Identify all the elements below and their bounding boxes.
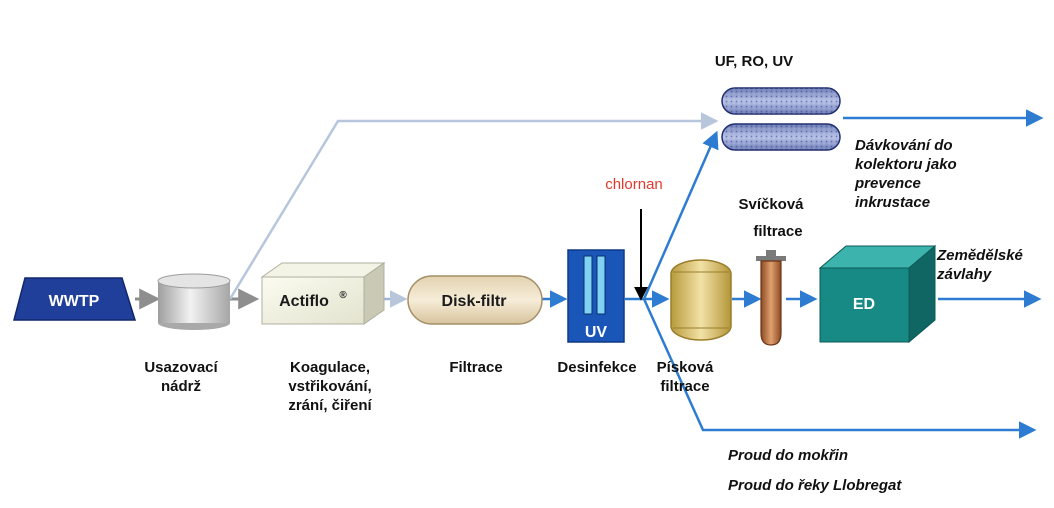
coagulation-label-line3: zrání, čiření	[288, 397, 372, 414]
actiflo-node: Actiflo ®	[260, 262, 386, 325]
uv-label: UV	[585, 324, 608, 341]
irrigation-label-line2: závlahy	[936, 266, 992, 283]
sand-filtration-label-line1: Písková	[657, 359, 714, 376]
arrow-bypass-to-membranes	[228, 112, 719, 300]
arrow-to-membranes	[642, 130, 719, 300]
ed-node: ED	[818, 244, 937, 344]
sand-filter-shape	[670, 259, 732, 341]
settling-tank-label-line1: Usazovací	[144, 359, 218, 376]
irrigation-label-line1: Zemědělské	[936, 247, 1023, 264]
membrane-modules	[721, 87, 841, 151]
flow-lines	[135, 109, 1044, 439]
sand-filter-node	[670, 259, 732, 341]
llobregat-stream-label: Proud do řeky Llobregat	[728, 477, 902, 494]
disk-filter-label: Disk-filtr	[442, 293, 507, 310]
actiflo-top	[260, 262, 386, 278]
filtration-label: Filtrace	[449, 359, 502, 376]
membranes-label: UF, RO, UV	[715, 53, 793, 70]
wwtp-label: WWTP	[49, 293, 100, 310]
settling-tank-node	[157, 273, 231, 330]
arrow-to-wetlands	[642, 298, 1037, 439]
actiflo-label: Actiflo	[279, 293, 329, 310]
coagulation-label-line2: vstřikování,	[288, 378, 371, 395]
ed-front	[819, 267, 910, 343]
uv-box	[567, 249, 625, 343]
collector-dosing-label-line2: kolektoru jako	[855, 156, 957, 173]
actiflo-registered-mark: ®	[339, 290, 347, 301]
stage-labels: Usazovací nádrž Koagulace, vstřikování, …	[144, 53, 804, 414]
actiflo-front	[261, 276, 365, 325]
wwtp-node: WWTP	[13, 277, 137, 321]
collector-dosing-label-line4: inkrustace	[855, 194, 930, 211]
coagulation-label-line1: Koagulace,	[290, 359, 370, 376]
uv-node: UV	[567, 249, 625, 343]
disk-filter-node: Disk-filtr	[407, 275, 543, 325]
sand-filtration-label-line2: filtrace	[660, 378, 709, 395]
disk-filter-shape	[407, 275, 543, 325]
candle-filter-cap	[756, 256, 786, 261]
candle-filtration-label-line2: filtrace	[753, 223, 802, 240]
wetlands-stream-label: Proud do mokřin	[728, 447, 848, 464]
uv-lamp-2	[596, 255, 606, 315]
disinfection-label: Desinfekce	[557, 359, 636, 376]
candle-filtration-label-line1: Svíčková	[738, 196, 804, 213]
chlornan-label: chlornan	[605, 176, 663, 193]
wwtp-shape	[13, 277, 137, 321]
uv-lamp-1	[583, 255, 593, 315]
collector-dosing-label-line1: Dávkování do	[855, 137, 953, 154]
candle-filter-node	[756, 250, 786, 346]
settling-tank-label-line2: nádrž	[161, 378, 201, 395]
tank-top	[157, 273, 231, 289]
candle-filter-tube	[760, 260, 782, 346]
ed-label: ED	[853, 296, 875, 313]
collector-dosing-label-line3: prevence	[854, 175, 921, 192]
output-labels: Dávkování do kolektoru jako prevence ink…	[728, 137, 1023, 494]
